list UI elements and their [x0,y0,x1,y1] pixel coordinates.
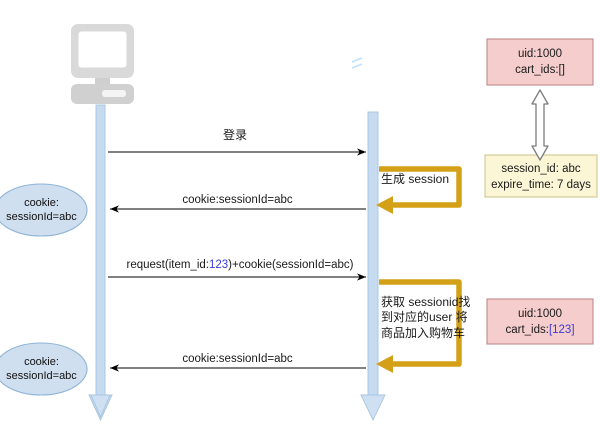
request-label-suffix: )+cookie(sessionId=abc) [228,259,354,271]
cookie-store-ellipse-2 [0,342,88,396]
note-text-user-top: uid:1000 cart_ids:[] [487,47,593,78]
server-tower-icon [343,18,396,120]
cookie-2-line-1: cookie: [24,356,59,368]
lifeline-client [88,104,113,422]
desktop-computer-icon [71,24,134,104]
self-action-label-lookup-user: 获取 sessionid找到对应的user 将商品加入购物车 [381,295,470,341]
cookie-2-line-2: sessionId=abc [6,370,77,383]
session-id-line: session_id: abc [501,163,581,175]
user-top-cart-value: [] [558,63,565,76]
lifeline-server [360,111,386,422]
user-bottom-cart-value: [123] [548,323,575,336]
message-label-request: request(item_id:123)+cookie(sessionId=ab… [110,258,370,273]
lookup-line-3: 商品加入购物车 [381,325,466,340]
message-label-cookie-1: cookie:sessionId=abc [182,194,293,206]
message-label-cookie-2: cookie:sessionId=abc [182,353,293,365]
message-label-login: 登录 [222,128,247,142]
cookie-store-text-2: cookie: sessionId=abc [0,355,83,384]
lookup-line-2: 到对应的user 将 [381,310,468,325]
cookie-1-line-1: cookie: [24,197,59,209]
request-label-prefix: request(item_id: [126,259,209,271]
cookie-store-text-1: cookie: sessionId=abc [0,196,83,225]
user-top-cart-prefix: cart_ids: [515,63,559,76]
note-box-user-top [486,38,594,86]
user-bottom-uid: uid:1000 [517,308,563,320]
cookie-1-line-2: sessionId=abc [6,211,77,224]
cookie-store-ellipse-1 [0,183,88,237]
note-link-double-arrow [531,89,549,161]
note-box-user-bottom [486,298,594,345]
request-label-item-id: 123 [208,259,229,271]
session-expire-line: expire_time: 7 days [491,178,591,191]
note-box-session [484,154,598,198]
note-text-user-bottom: uid:1000 cart_ids:[123] [487,307,593,338]
user-top-uid: uid:1000 [517,48,563,60]
self-loop-generate-session [376,166,462,214]
user-bottom-cart-prefix: cart_ids: [505,323,549,336]
note-text-session: session_id: abc expire_time: 7 days [485,162,597,193]
self-action-label-generate-session: 生成 session [381,172,450,186]
self-loop-lookup-user [376,279,462,373]
lookup-line-1: 获取 sessionid找 [381,295,471,309]
